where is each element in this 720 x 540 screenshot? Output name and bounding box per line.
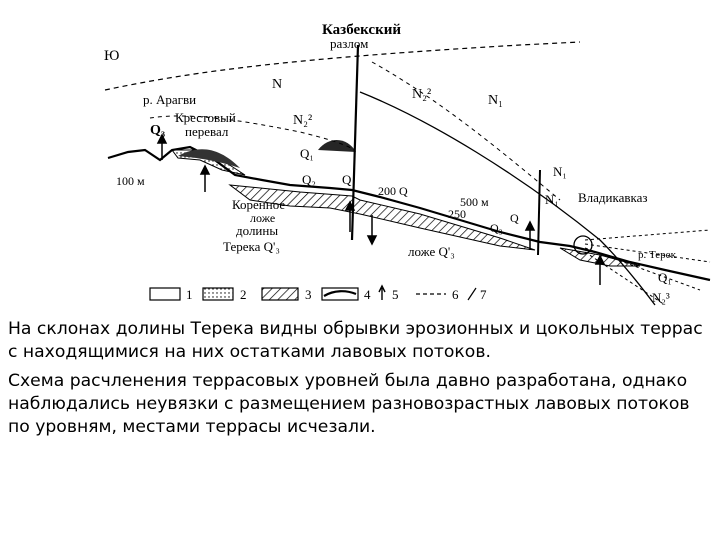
- legend-label-1: 1: [186, 287, 193, 302]
- label-n2-upper: N₂²: [412, 87, 431, 102]
- caption-paragraph-2: Схема расчленения террасовых уровней был…: [8, 370, 712, 439]
- label-q1-a: Q₁: [300, 146, 314, 161]
- label-pass-line2: перевал: [185, 124, 229, 139]
- label-terrace200: 200 Q: [378, 184, 408, 198]
- legend-symbol-7: [468, 288, 476, 300]
- legend-box-2: [203, 288, 233, 300]
- label-q-low: Q: [510, 211, 519, 225]
- label-fault-line2: разлом: [330, 36, 368, 51]
- legend-label-4: 4: [364, 287, 371, 302]
- caption: На склонах долины Терека видны обрывки э…: [8, 318, 712, 445]
- geologic-cross-section: Казбекский разлом Ю р. Арагви Крестовый …: [0, 0, 720, 310]
- label-n2-bottom: N₂³: [652, 290, 670, 305]
- legend-box-1: [150, 288, 180, 300]
- label-terek: р. Терек: [638, 249, 677, 261]
- legend-box-3: [262, 288, 298, 300]
- rays-right: [585, 230, 710, 305]
- label-q2: Q₂: [302, 172, 316, 187]
- label-n-top: N: [272, 77, 282, 92]
- legend-label-7: 7: [480, 287, 487, 302]
- legend-label-6: 6: [452, 287, 459, 302]
- label-n2-mid: N₂²: [293, 113, 312, 128]
- label-bed-line3: долины: [236, 223, 278, 238]
- label-pass-line1: Крестовый: [175, 110, 236, 125]
- legend-label-2: 2: [240, 287, 247, 302]
- label-aragvi: р. Арагви: [143, 92, 196, 107]
- label-100m: 100 м: [116, 174, 145, 188]
- label-bed2: ложе Q'₃: [408, 244, 455, 259]
- label-q3-small: Q₃: [490, 221, 503, 235]
- label-vladikavkaz: Владикавказ: [578, 190, 648, 205]
- legend: 1 2 3 4 5 6 7: [150, 286, 487, 302]
- legend-label-5: 5: [392, 287, 399, 302]
- label-bed-line1: Коренное: [232, 197, 285, 212]
- label-q1-right: Q₁: [658, 270, 672, 285]
- label-n-right-top: N₁: [553, 164, 567, 179]
- label-bed-line4: Терека Q'₃: [223, 239, 280, 254]
- label-q-mid: Q: [342, 172, 352, 187]
- label-n-right-mid: N₁: [545, 192, 559, 207]
- caption-paragraph-1: На склонах долины Терека видны обрывки э…: [8, 318, 712, 364]
- boundary-n2-dashed: [372, 62, 560, 200]
- legend-symbol-4: [324, 291, 356, 296]
- legend-label-3: 3: [305, 287, 312, 302]
- label-n1-right: N₁: [488, 93, 503, 108]
- label-q3-left: Q₃: [150, 123, 165, 138]
- label-terrace250: 250: [448, 207, 466, 221]
- lava-lens: [318, 140, 356, 152]
- label-top-left: Ю: [104, 48, 119, 64]
- legend-symbol-5: [379, 286, 385, 300]
- vladikavkaz-marker: [574, 236, 592, 254]
